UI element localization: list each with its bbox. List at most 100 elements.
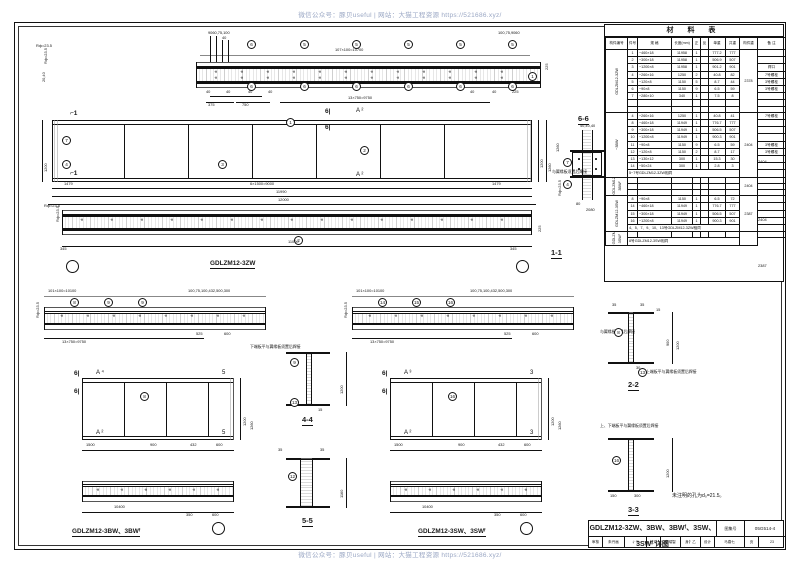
sw-dim-900: 900 xyxy=(458,442,465,447)
part-bubble-5a[interactable]: 5 xyxy=(300,40,309,49)
bw-bubble-c[interactable]: 9 xyxy=(138,298,147,307)
total-mark-3sw: 2404 xyxy=(758,217,767,222)
bw-cut-6a[interactable]: 6| xyxy=(74,370,80,377)
cell-unit: 900.3 xyxy=(708,133,726,142)
bw-bot-bottom-flange xyxy=(82,496,234,498)
sw-web xyxy=(352,313,574,324)
part-bubble-6d[interactable]: 6 xyxy=(352,82,361,91)
sw-cut-a-bottom[interactable]: A ² xyxy=(404,430,412,436)
cell-z: 1 xyxy=(692,202,701,211)
s33-bubble[interactable]: 16 xyxy=(612,456,621,465)
s22-bubble-a[interactable]: 8 xyxy=(614,328,623,337)
axis-bubble-left[interactable] xyxy=(66,260,79,273)
s66-grade: Rф=23.5 xyxy=(557,180,562,196)
axis-bubble-right[interactable] xyxy=(516,260,529,273)
cut-mark-2-top[interactable]: A ² xyxy=(356,108,364,114)
dim-line-left xyxy=(210,96,262,97)
cell-unit: 6.5 xyxy=(708,85,726,94)
s66-dim-2080: 2080 xyxy=(586,207,595,212)
bw-dim-600: 600 xyxy=(216,442,223,447)
bw-bubble-a[interactable]: 8 xyxy=(70,298,79,307)
th-unit-weight: 单重 xyxy=(708,37,726,50)
cell-len: 11949 xyxy=(671,133,693,142)
part-bubble-5b[interactable]: 5 xyxy=(352,40,361,49)
table-row: 9 −300×18 11949 1 506.5 507 xyxy=(606,126,786,135)
sw-plan-bubble[interactable]: 16 xyxy=(448,392,457,401)
part-bubble-6b[interactable]: 6 xyxy=(247,82,256,91)
plan-bubble-4[interactable]: 4 xyxy=(62,160,71,169)
sw-dim-600: 600 xyxy=(524,442,531,447)
table-row: 8 −460×18 11949 1 776.7 777 xyxy=(606,118,786,128)
th-remark: 备 注 xyxy=(757,37,786,50)
part-bubble-5c[interactable]: 5 xyxy=(404,40,413,49)
table-row: 2 −300×18 11958 1 506.9 507 xyxy=(606,56,786,65)
bw-bot-outline-top xyxy=(82,481,234,482)
dim-top-left-40a: 40 xyxy=(206,89,211,94)
s44-bubble-a[interactable]: 9 xyxy=(290,358,299,367)
bw-cut-5-top[interactable]: 5 xyxy=(222,370,226,376)
part-bubble-6c[interactable]: 6 xyxy=(300,82,309,91)
ref-line-top xyxy=(200,55,530,56)
part-bubble-6g[interactable]: 6 xyxy=(508,82,517,91)
s66-bubble-7[interactable]: 7 xyxy=(563,158,572,167)
dim-top-left-40d: 40 xyxy=(268,89,273,94)
bw-bot-outline-bottom xyxy=(82,501,234,502)
sw-cut-3-bottom[interactable]: 3 xyxy=(530,430,534,436)
cut-mark-6-a[interactable]: 6| xyxy=(325,108,331,115)
plan-bubble-7[interactable]: 7 xyxy=(62,136,71,145)
s66-bubble-4[interactable]: 4 xyxy=(563,180,572,189)
part-bubble-6f[interactable]: 6 xyxy=(456,82,465,91)
plan-bubble-2[interactable]: 2 xyxy=(360,146,369,155)
bw-cut-a4-bottom[interactable]: A ² xyxy=(96,430,104,436)
sw-cut-3-top[interactable]: 3 xyxy=(530,370,534,376)
bw-plan-bubble[interactable]: 8 xyxy=(140,392,149,401)
part-bubble-5d[interactable]: 5 xyxy=(456,40,465,49)
cell-rem xyxy=(757,195,786,204)
s22-bubble-b[interactable]: 13 xyxy=(638,368,647,377)
part-bubble-5e[interactable]: 5 xyxy=(508,40,517,49)
cell-z: 1 xyxy=(692,209,701,218)
sw-cut-6b[interactable]: 6| xyxy=(382,388,388,395)
bw-cut-a4-top[interactable]: A ⁴ xyxy=(96,370,104,376)
cut-mark-6-b[interactable]: 6| xyxy=(325,124,331,131)
sw-dim-525: 525 xyxy=(504,331,511,336)
part-bubble-6a[interactable]: 6 xyxy=(247,40,256,49)
plan-bubble-3[interactable]: 3 xyxy=(218,160,227,169)
bw-cut-6b[interactable]: 6| xyxy=(74,388,80,395)
sw-bubble-b[interactable]: 15 xyxy=(412,298,421,307)
cut-mark-2-bottom[interactable]: A ² xyxy=(356,172,364,178)
table-row: 15 −300×18 11949 1 506.5 507 xyxy=(606,209,786,218)
bottom-bubble-2[interactable]: 2 xyxy=(294,236,303,245)
s44-web-l xyxy=(306,352,307,406)
girder-web xyxy=(196,68,541,82)
cut-mark-1-bottom[interactable]: ⌐1 xyxy=(70,170,78,177)
cell-sum: 507 xyxy=(725,209,740,218)
dim-ext-plan-l1 xyxy=(42,120,43,182)
sw-cut-6a[interactable]: 6| xyxy=(382,370,388,377)
cell-f xyxy=(700,77,709,87)
bottom-girder-outline-top xyxy=(62,210,532,211)
sw-axis-bubble[interactable] xyxy=(520,522,533,535)
cell-spec: −130×12 xyxy=(637,155,672,164)
s22-web-r xyxy=(633,312,634,364)
part-bubble-1[interactable]: 1 xyxy=(528,72,537,81)
part-bubble-6e[interactable]: 6 xyxy=(404,82,413,91)
cell-z: 9 xyxy=(692,140,701,149)
s55-bubble[interactable]: 12 xyxy=(288,472,297,481)
sw-cut-a-top[interactable]: A ³ xyxy=(404,370,412,376)
sw-bubble-c[interactable]: 16 xyxy=(446,298,455,307)
cut-mark-1-top[interactable]: ⌐1 xyxy=(70,110,78,117)
s44-bubble-b[interactable]: 13 xyxy=(290,398,299,407)
bw-axis-bubble[interactable] xyxy=(212,522,225,535)
bw-bubble-b[interactable]: 9 xyxy=(104,298,113,307)
cell-spec: −460×18 xyxy=(637,118,672,128)
s55-web-l xyxy=(300,458,301,508)
plan-bubble-1b[interactable]: 1 xyxy=(286,118,295,127)
dim-line-plan-total-inner xyxy=(52,196,532,197)
s66-dim-80: 80 xyxy=(576,201,581,206)
bw-cut-5-bottom[interactable]: 5 xyxy=(222,430,226,436)
cell-spec: −460×18 xyxy=(637,202,672,211)
sw-bubble-a[interactable]: 14 xyxy=(378,298,387,307)
s33-web-shade xyxy=(629,438,633,492)
cell-spec: −90×8 xyxy=(637,195,672,204)
